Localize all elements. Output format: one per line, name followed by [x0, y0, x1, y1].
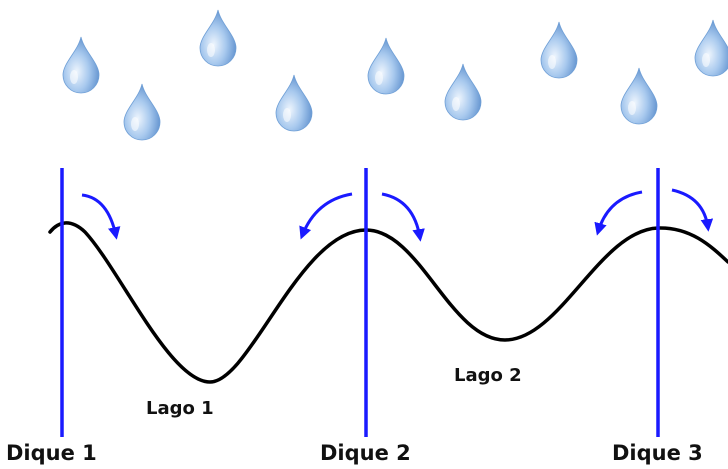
- water-drop-icon: [540, 21, 578, 79]
- water-drop-icon: [367, 37, 405, 95]
- dike-2-label: Dique 2: [320, 441, 411, 465]
- lake-1-label: Lago 1: [146, 398, 214, 419]
- water-drop-icon: [694, 19, 728, 77]
- terrain-curve: [48, 221, 728, 384]
- curved-arrow-icon: [671, 188, 714, 232]
- curved-arrow-icon: [594, 190, 643, 236]
- curved-arrow-icon: [381, 192, 425, 242]
- water-drop-icon: [123, 83, 161, 141]
- water-drop-icon: [620, 67, 658, 125]
- lake-2-label: Lago 2: [454, 365, 522, 386]
- dike-3-label: Dique 3: [612, 441, 703, 465]
- curved-arrow-icon: [299, 192, 353, 240]
- water-drop-icon: [444, 63, 482, 121]
- water-drop-icon: [62, 36, 100, 94]
- water-drop-icon: [275, 74, 313, 132]
- dike-1-label: Dique 1: [6, 441, 97, 465]
- water-drop-icon: [199, 9, 237, 67]
- dikes: [60, 168, 660, 437]
- raindrops: [62, 9, 728, 141]
- flow-arrows: [81, 188, 714, 242]
- curved-arrow-icon: [81, 193, 121, 240]
